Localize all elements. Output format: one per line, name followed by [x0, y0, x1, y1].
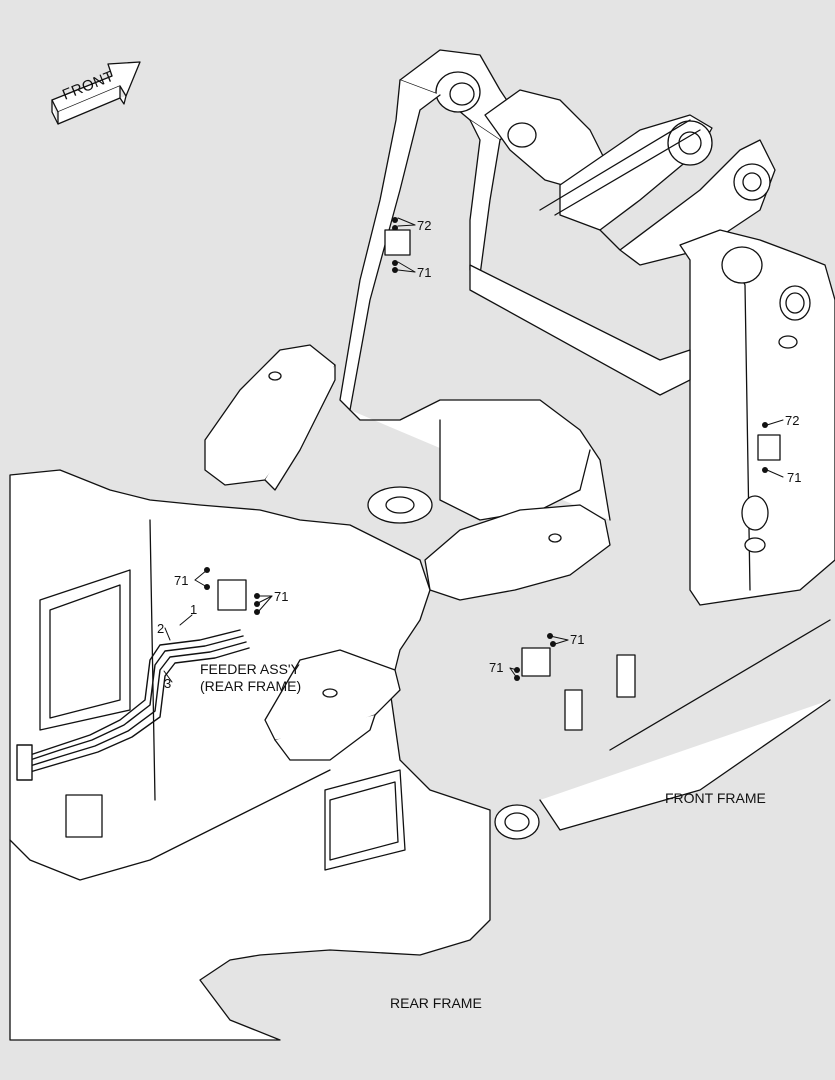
callout-leaders — [163, 217, 784, 683]
front-frame-stop-block — [494, 619, 831, 840]
callout-71-right: 71 — [787, 470, 802, 485]
feeder-assy-label: FEEDER ASS'Y (REAR FRAME) — [200, 661, 302, 694]
rear-frame-body — [9, 469, 491, 1041]
callout-71-mid-b: 71 — [489, 660, 504, 675]
center-pin-plate — [367, 486, 433, 524]
front-pad-right — [424, 504, 611, 601]
rear-frame-label: REAR FRAME — [390, 995, 482, 1011]
callout-71-upper: 71 — [417, 265, 432, 280]
callout-1: 1 — [190, 602, 198, 617]
rear-pad-upper — [204, 344, 336, 491]
callout-71-left-a: 71 — [174, 573, 189, 588]
front-frame-middle-tower — [484, 89, 776, 266]
callout-3: 3 — [164, 676, 172, 691]
front-frame-right-block — [679, 229, 835, 606]
front-direction-arrow — [51, 61, 141, 125]
callout-71-mid-a: 71 — [570, 632, 585, 647]
callout-72-right: 72 — [785, 413, 800, 428]
rear-pad-lower — [264, 649, 401, 761]
callout-72-upper: 72 — [417, 218, 432, 233]
front-frame-label: FRONT FRAME — [665, 790, 766, 806]
callout-71-left-b: 71 — [274, 589, 289, 604]
mounting-brackets — [65, 229, 781, 838]
feeder-hose-bundle — [16, 629, 250, 781]
front-frame-left-tower — [339, 49, 521, 411]
callout-2: 2 — [157, 621, 165, 636]
